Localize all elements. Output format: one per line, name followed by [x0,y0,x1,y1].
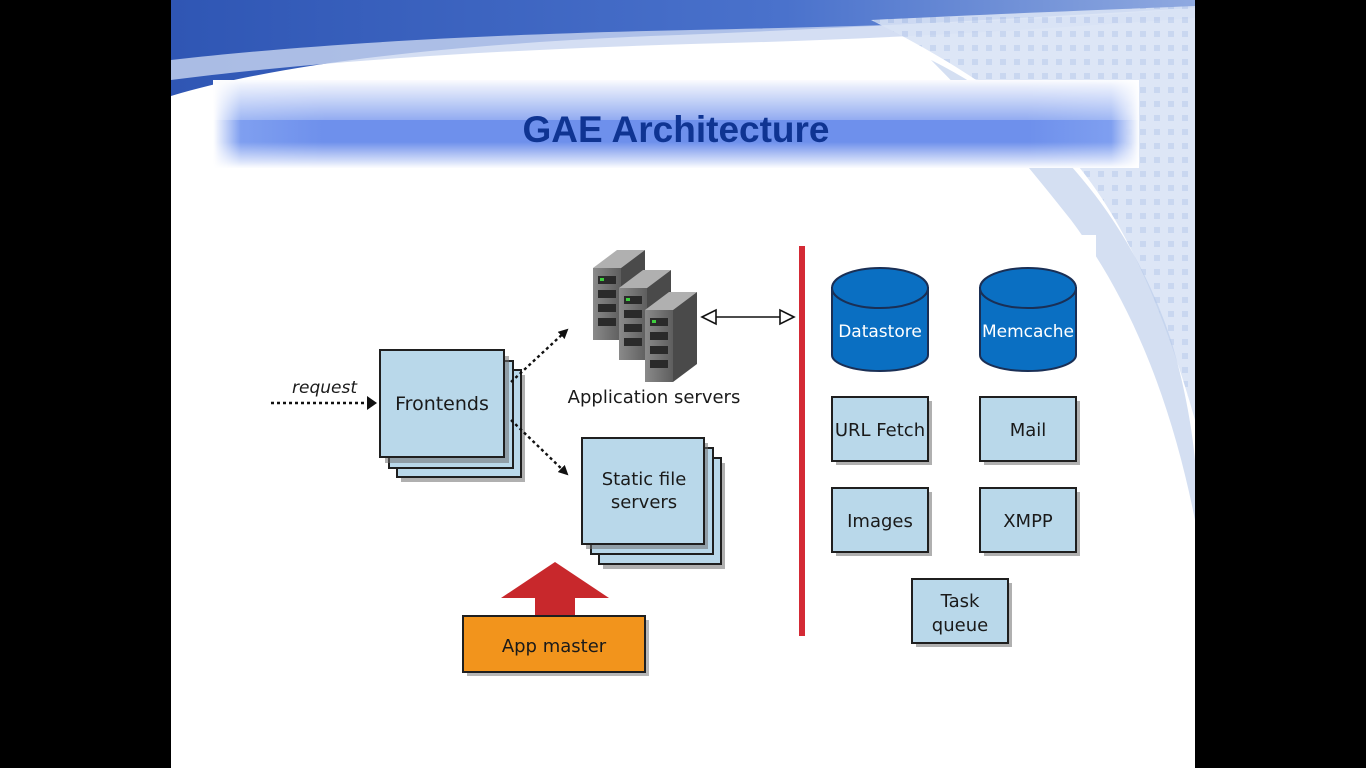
frontends-stack [379,349,525,482]
url-fetch-label: URL Fetch [835,420,925,441]
app-master-up-arrow [501,562,609,615]
application-servers-icon [593,250,697,382]
url-fetch-box [831,396,932,465]
app-master-label: App master [502,636,607,657]
images-box [831,487,932,556]
title-bar: GAE Architecture [213,80,1139,168]
services-divider [799,246,805,636]
task-queue-label-line1: Task [940,591,980,612]
mail-box [979,396,1080,465]
datastore-cylinder [831,267,929,372]
task-queue-label-line2: queue [932,615,988,636]
xmpp-box [979,487,1080,556]
images-label: Images [847,511,913,532]
application-servers-label: Application servers [568,387,741,408]
slide: GAE Architecture request Frontends [171,0,1195,768]
appservers-services-arrow [700,308,796,326]
request-arrow [271,396,377,410]
static-file-servers-stack [581,437,725,569]
static-file-servers-label-line1: Static file [602,469,687,490]
task-queue-box [911,578,1012,647]
memcache-label: Memcache [982,322,1074,342]
frontends-label: Frontends [395,393,489,415]
xmpp-label: XMPP [1003,511,1053,532]
memcache-cylinder [979,267,1077,372]
mail-label: Mail [1010,420,1047,441]
app-master-box [462,615,649,676]
gae-architecture-diagram: request Frontends [271,246,1080,676]
frontend-to-static-arrow [510,419,569,476]
frontend-to-appservers-arrow [510,328,569,383]
static-file-servers-label-line2: servers [611,492,677,513]
slide-title: GAE Architecture [522,109,830,150]
datastore-label: Datastore [838,322,922,342]
request-label: request [292,378,358,398]
